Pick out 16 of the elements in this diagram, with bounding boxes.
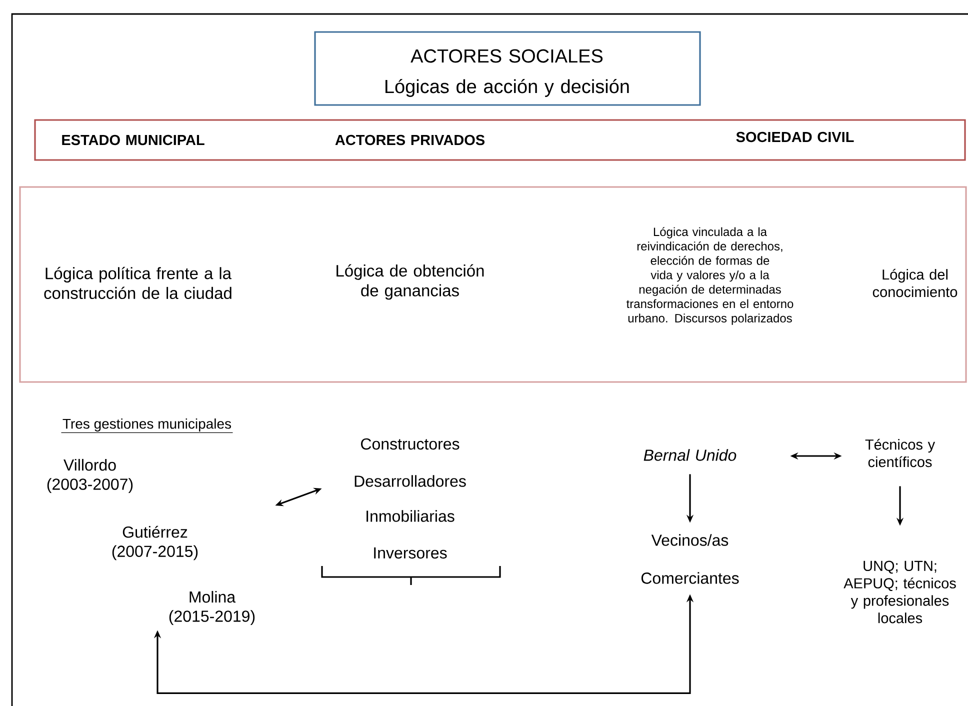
section-heading: Tres gestiones municipales <box>60 418 234 434</box>
header-band: ESTADO MUNICIPAL ACTORES PRIVADOS SOCIEDAD CIVIL <box>34 119 966 161</box>
administration-text: Molina (2015-2019) <box>169 590 255 626</box>
organization-text: Bernal Unido <box>644 449 736 461</box>
logic-band: Lógica política frente a la construcción de la ciudad Lógica de obtención de ganancias Lógica vinculada a la reivindicación de derechos, elección de formas de vida y valores y/o a la negación de determinadas transformaciones en el entorno urbano. Discursos polarizados Lógica del conocimiento <box>19 186 967 383</box>
title-box: ACTORES SOCIALES Lógicas de acción y decisión <box>314 31 701 106</box>
actor-text: UNQ; UTN; AEPUQ; técnicos y profesionales locales <box>844 560 956 624</box>
actor-text: Comerciantes <box>641 572 739 584</box>
actor-text: Vecinos/as <box>651 534 728 546</box>
actor-text: Desarrolladores <box>354 475 466 487</box>
actor-text: Técnicos y científicos <box>865 438 936 468</box>
actor-text: Inversores <box>374 547 447 559</box>
actor-text: Constructores <box>361 438 460 450</box>
actor-text: Inmobiliarias <box>366 510 454 522</box>
administration-text: Villordo (2003-2007) <box>47 458 133 494</box>
administration-text: Gutiérrez (2007-2015) <box>112 526 198 560</box>
